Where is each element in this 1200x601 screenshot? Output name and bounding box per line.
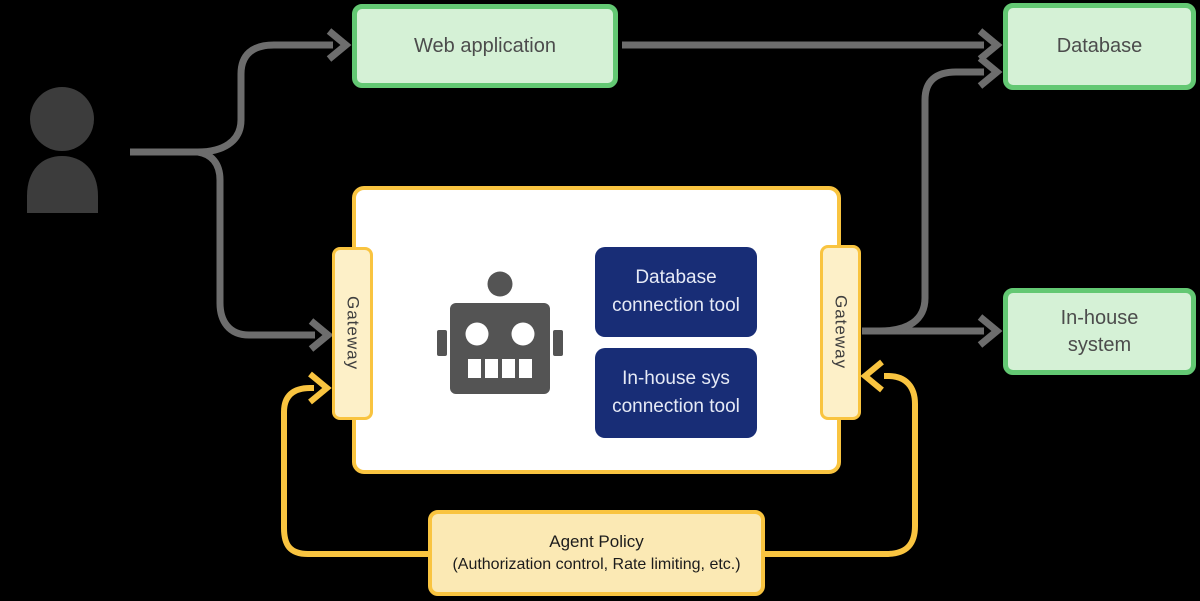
arrow-webapp-to-database [622,28,1003,62]
web-application-label: Web application [414,34,556,57]
node-in-house-system: In-house system [1003,288,1196,375]
node-web-application: Web application [352,4,618,88]
node-agent-policy: Agent Policy (Authorization control, Rat… [428,510,765,596]
agent-policy-title: Agent Policy [549,532,644,551]
database-label: Database [1056,35,1143,57]
arrow-gateway-to-database [879,55,1003,335]
tool1-line2: connection tool [612,295,740,316]
gateway-left: Gateway [332,247,373,420]
tool-database-connection: Database connection tool [595,247,757,337]
arrow-user-to-webapp [130,28,352,156]
in-house-line1: In-house [1060,306,1139,329]
person-icon [27,87,98,213]
tool-database-connection-label: Database connection tool [612,264,740,321]
tool-inhouse-connection: In-house sys connection tool [595,348,757,438]
in-house-line2: system [1067,333,1132,356]
gateway-right-label: Gateway [831,295,851,370]
tool-inhouse-connection-label: In-house sys connection tool [612,365,740,422]
tool1-line1: Database [635,266,717,288]
agent-policy-subtitle: (Authorization control, Rate limiting, e… [452,556,741,573]
in-house-system-label: In-house system [1061,305,1139,359]
tool2-line1: In-house sys [622,367,730,389]
arrow-policy-to-gateway-right [763,359,918,557]
gateway-left-label: Gateway [343,296,363,371]
arrow-policy-to-gateway-left [281,371,428,557]
gateway-right: Gateway [820,245,861,420]
tool2-line2: connection tool [612,396,740,417]
arrow-user-to-gateway-left [197,148,334,352]
node-database: Database [1003,3,1196,90]
